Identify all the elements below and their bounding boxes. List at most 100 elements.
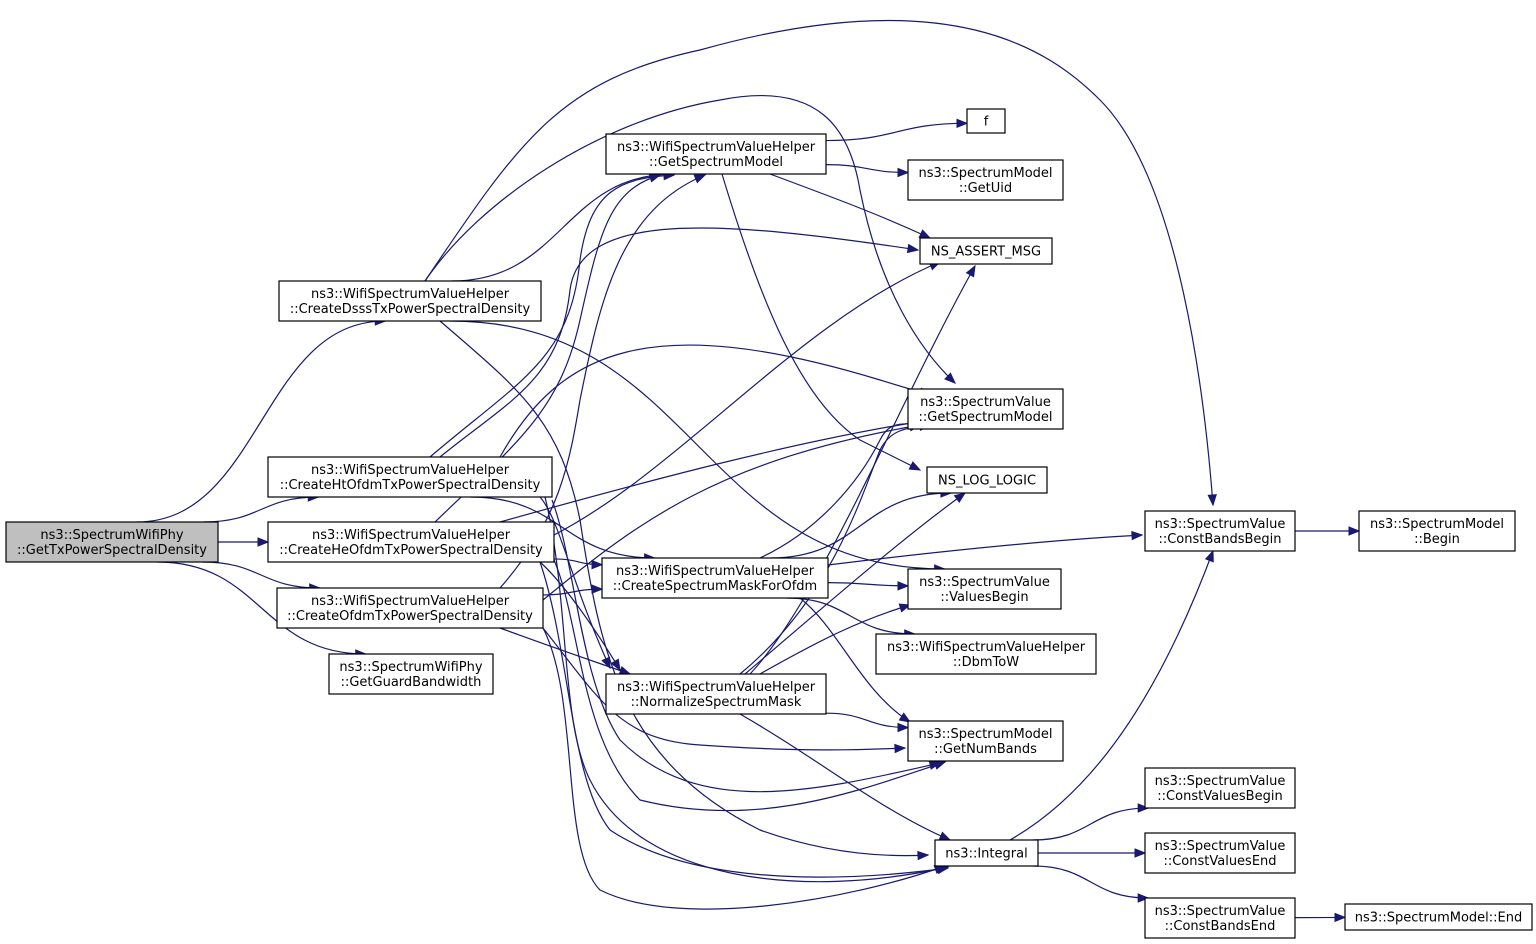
edge-arrowhead [956,118,969,129]
node-cbe[interactable]: ns3::SpectrumValue::ConstBandsEnd [1144,897,1296,939]
node-smbegin[interactable]: ns3::SpectrumModel::Begin [1358,510,1516,552]
edge-arrowhead [1137,893,1150,903]
node-label-line: ns3::SpectrumModel [918,727,1052,742]
edge-ht-to-assert [439,227,920,458]
node-label-line: NS_LOG_LOGIC [938,474,1036,489]
node-ofdm[interactable]: ns3::WifiSpectrumValueHelper::CreateOfdm… [276,587,544,629]
node-numbands[interactable]: ns3::SpectrumModel::GetNumBands [907,720,1064,762]
node-box [875,633,1097,675]
node-label-line: ns3::WifiSpectrumValueHelper [617,680,816,695]
node-assert[interactable]: NS_ASSERT_MSG [919,237,1053,265]
edge-line [553,559,946,812]
node-label-line: ::CreateHtOfdmTxPowerSpectralDensity [280,478,541,493]
node-box [1358,510,1516,552]
function-nodes: ns3::SpectrumWifiPhy::GetTxPowerSpectral… [5,108,1533,939]
edge-ofdm-to-numbands [542,627,907,754]
node-cbb[interactable]: ns3::SpectrumValue::ConstBandsBegin [1144,510,1296,552]
node-cvb[interactable]: ns3::SpectrumValue::ConstValuesBegin [1144,767,1296,809]
node-label-line: ::ConstValuesEnd [1163,854,1276,869]
node-norm[interactable]: ns3::WifiSpectrumValueHelper::NormalizeS… [605,673,827,715]
node-ht[interactable]: ns3::WifiSpectrumValueHelper::CreateHtOf… [267,456,553,498]
edge-line [542,627,906,751]
node-f[interactable]: f [966,108,1006,134]
node-label-line: ::ConstValuesBegin [1157,789,1282,804]
edge-he-to-integral [539,561,950,878]
edge-arrowhead [917,850,930,861]
node-label-line: ns3::SpectrumModel [1370,517,1504,532]
call-edges [136,19,1361,923]
edge-he-to-numbands [553,559,947,812]
node-box [966,108,1006,134]
node-getsm[interactable]: ns3::WifiSpectrumValueHelper::GetSpectru… [605,133,827,175]
edge-arrowhead [906,243,920,254]
node-valbegin[interactable]: ns3::SpectrumValue::ValuesBegin [907,568,1062,610]
edge-line [739,424,931,675]
edge-dsss-to-cbb [424,19,1217,507]
node-label-line: ns3::SpectrumWifiPhy [40,528,183,543]
node-box [934,839,1039,867]
edge-line [799,597,911,723]
edge-line [744,492,966,675]
edge-line [499,419,931,523]
node-box [919,237,1053,265]
edge-arrowhead [965,264,976,278]
node-box [328,653,494,695]
node-dsss[interactable]: ns3::WifiSpectrumValueHelper::CreateDsss… [278,280,542,322]
edge-arrowhead [918,229,932,239]
edge-arrowhead [1131,530,1144,541]
edge-line [1033,807,1149,841]
node-label-line: ::CreateDsssTxPowerSpectralDensity [290,302,531,317]
node-getuid[interactable]: ns3::SpectrumModel::GetUid [907,159,1064,201]
node-label-line: ::GetGuardBandwidth [341,675,482,690]
node-label-line: f [984,115,989,130]
node-box [605,673,827,715]
node-label-line: ns3::SpectrumValue [1155,517,1286,532]
edge-arrowhead [897,722,910,733]
edge-line [202,561,320,589]
node-box [267,521,555,563]
edge-line [770,492,951,559]
edge-norm-to-integral [739,713,952,841]
edge-arrowhead [1134,848,1147,858]
edge-line [470,496,655,559]
node-label-line: ns3::SpectrumValue [919,575,1050,590]
node-box [276,587,544,629]
edge-line [539,561,949,878]
node-label-line: ns3::WifiSpectrumValueHelper [617,140,816,155]
edge-arrowhead [908,461,922,471]
edge-line [424,19,1214,506]
edge-arrowhead [897,167,910,178]
node-root[interactable]: ns3::SpectrumWifiPhy::GetTxPowerSpectral… [5,521,219,563]
node-log[interactable]: NS_LOG_LOGIC [926,466,1048,494]
edge-line [786,597,915,635]
edge-arrowhead [933,760,947,770]
node-label-line: ::DbmToW [953,655,1019,670]
node-he[interactable]: ns3::WifiSpectrumValueHelper::CreateHeOf… [267,521,555,563]
edge-line [203,496,319,523]
edge-line [759,422,931,559]
edge-line [1033,865,1149,899]
node-label-line: ::ConstBandsEnd [1165,919,1276,934]
node-cve[interactable]: ns3::SpectrumValue::ConstValuesEnd [1144,832,1296,874]
edge-line [827,582,909,587]
edge-arrowhead [648,173,662,183]
node-svgetsm[interactable]: ns3::SpectrumValue::GetSpectrumModel [907,388,1064,430]
node-label-line: ns3::WifiSpectrumValueHelper [616,564,815,579]
node-dbm[interactable]: ns3::WifiSpectrumValueHelper::DbmToW [875,633,1097,675]
edge-line [769,173,931,239]
node-label-line: ns3::SpectrumValue [1155,774,1286,789]
node-smend[interactable]: ns3::SpectrumModel::End [1344,903,1533,931]
node-box [267,456,553,498]
edge-norm-to-valbegin [759,603,912,675]
edge-line [499,627,631,675]
node-label-line: ::ValuesBegin [940,590,1028,605]
edge-arrowhead [591,584,604,594]
edge-getsm-to-log [721,173,922,471]
edge-mask-to-valbegin [827,581,910,591]
node-box [1344,903,1533,931]
edge-arrowhead [257,537,270,547]
node-integral[interactable]: ns3::Integral [934,839,1039,867]
edge-line [759,604,911,675]
node-guard[interactable]: ns3::SpectrumWifiPhy::GetGuardBandwidth [328,653,494,695]
node-mask[interactable]: ns3::WifiSpectrumValueHelper::CreateSpec… [601,557,829,599]
